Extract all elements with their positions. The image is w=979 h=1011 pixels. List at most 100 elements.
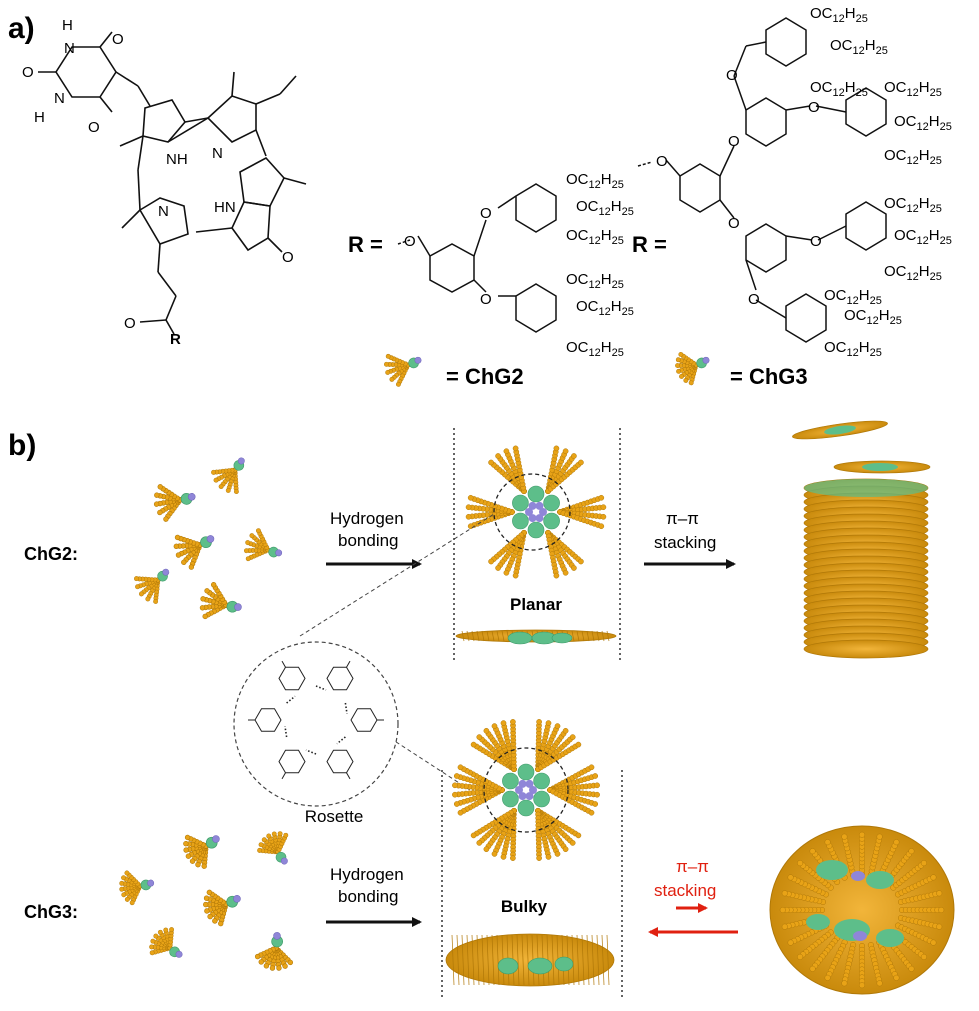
g2-chain-label: OC12H25 bbox=[566, 171, 624, 191]
chg2-stacked-column bbox=[792, 420, 931, 659]
g2-chains: OC12H25OC12H25OC12H25OC12H25OC12H25OC12H… bbox=[566, 171, 634, 359]
g3-outer-4-benzene bbox=[785, 293, 827, 343]
floating-disk-1-core bbox=[824, 425, 856, 435]
g3-chain-label: OC12H25 bbox=[810, 79, 868, 99]
chg2-molecule bbox=[199, 582, 242, 620]
g3-chain-label: OC12H25 bbox=[884, 147, 942, 167]
barbiturate-ring bbox=[254, 708, 282, 732]
g2-core-benzene bbox=[429, 243, 475, 293]
aggregate-core bbox=[876, 929, 904, 947]
arrow1-text-2: bonding bbox=[338, 531, 399, 550]
chg3-label: = ChG3 bbox=[730, 364, 808, 389]
atom-nh: NH bbox=[166, 151, 188, 168]
g3-atoms: O O O O O O O bbox=[656, 67, 822, 308]
g3-o-4: O bbox=[808, 99, 820, 116]
g2-o-lower: O bbox=[480, 291, 492, 308]
panel-a-label: a) bbox=[8, 12, 35, 45]
g3-o-link: O bbox=[656, 153, 668, 170]
cyclopentanone bbox=[231, 201, 271, 252]
arrow2-text-1: π–π bbox=[666, 509, 699, 528]
chg3-molecule bbox=[149, 927, 183, 958]
atom-h-top: H bbox=[62, 17, 73, 34]
chg3-model-icon bbox=[675, 351, 710, 386]
inset-leader-top bbox=[299, 513, 495, 637]
bulky-highlight-circle bbox=[483, 747, 569, 833]
g2-o-upper: O bbox=[480, 205, 492, 222]
column-layer bbox=[803, 639, 929, 659]
arrow3-text-1: Hydrogen bbox=[330, 865, 404, 884]
barbiturate-ring bbox=[278, 666, 306, 691]
chg3-molecule bbox=[254, 932, 294, 971]
atom-o-left: O bbox=[22, 64, 34, 81]
aggregate-body bbox=[769, 825, 955, 995]
g3-chain-label: OC12H25 bbox=[830, 37, 888, 57]
g3-o-5: O bbox=[810, 233, 822, 250]
bulky-label: Bulky bbox=[501, 897, 548, 916]
chg3-molecule bbox=[203, 889, 241, 927]
bulky-rosette-top bbox=[452, 719, 600, 861]
g3-o-1: O bbox=[728, 133, 740, 150]
exo-bond bbox=[346, 660, 351, 668]
planar-rosette-top bbox=[465, 445, 607, 579]
row2-label: ChG3: bbox=[24, 902, 78, 922]
g3-mid-upper-benzene bbox=[745, 97, 787, 147]
pyrrole-a bbox=[142, 99, 186, 143]
chg2-icon-molecule bbox=[384, 353, 422, 387]
barbiturate-ring bbox=[326, 749, 354, 774]
atom-o-ketone: O bbox=[282, 249, 294, 266]
g2-o-link: O bbox=[404, 233, 416, 250]
atom-n-b: N bbox=[212, 145, 223, 162]
chg2-molecule bbox=[153, 484, 196, 522]
exo-bond bbox=[346, 772, 351, 780]
g3-chain-label: OC12H25 bbox=[894, 227, 952, 247]
aggregate-purple bbox=[851, 871, 865, 881]
g3-o-3: O bbox=[726, 67, 738, 84]
chg3-icon-molecule bbox=[675, 351, 710, 386]
atom-o-top: O bbox=[112, 31, 124, 48]
pyrrole-d bbox=[138, 197, 189, 245]
g2-upper-benzene bbox=[515, 183, 557, 233]
aggregate-core bbox=[866, 871, 894, 889]
chg2-molecule bbox=[173, 534, 215, 570]
chg3-bulky-aggregate bbox=[769, 825, 955, 995]
g2-chain-label: OC12H25 bbox=[566, 339, 624, 359]
r-equals-g2: R = bbox=[348, 232, 383, 257]
pyrrole-b bbox=[206, 95, 257, 143]
exo-bond bbox=[281, 772, 286, 780]
chlorin-atoms: H N O O N H O NH N N HN O O R bbox=[22, 17, 294, 348]
arrow4-text-2: stacking bbox=[654, 881, 716, 900]
g3-outer-3-benzene bbox=[845, 201, 887, 251]
barbiturate-ring bbox=[326, 666, 354, 691]
g2-chain-label: OC12H25 bbox=[566, 271, 624, 291]
g2-chain-label: OC12H25 bbox=[576, 198, 634, 218]
g3-chain-label: OC12H25 bbox=[824, 287, 882, 307]
barbiturate-ring bbox=[278, 749, 306, 774]
inset-leader-bottom bbox=[389, 737, 471, 791]
g2-atoms: O O O bbox=[404, 205, 492, 308]
arrow2-text-2: stacking bbox=[654, 533, 716, 552]
planar-highlight-circle bbox=[493, 473, 571, 551]
g3-chain-label: OC12H25 bbox=[844, 307, 902, 327]
rosette-label: Rosette bbox=[305, 807, 364, 826]
aggregate-core bbox=[816, 860, 848, 880]
arrow3-text-2: bonding bbox=[338, 887, 399, 906]
rosette-inset-circle bbox=[233, 641, 399, 807]
aggregate-core bbox=[806, 914, 830, 930]
atom-n-d: N bbox=[158, 203, 169, 220]
chg3-dispersed-molecules bbox=[119, 831, 294, 971]
g2-dendron-structure bbox=[397, 183, 557, 333]
g3-chain-label: OC12H25 bbox=[884, 79, 942, 99]
aggregate-purple bbox=[853, 931, 867, 941]
atom-h-bottom: H bbox=[34, 109, 45, 126]
chlorin-structure bbox=[38, 31, 307, 335]
arrow4-text-1: π–π bbox=[676, 857, 709, 876]
g3-chain-label: OC12H25 bbox=[810, 5, 868, 25]
arrow1-text-1: Hydrogen bbox=[330, 509, 404, 528]
chg2-molecule bbox=[211, 457, 245, 494]
g3-o-6: O bbox=[748, 291, 760, 308]
atom-o-bottom: O bbox=[88, 119, 100, 136]
atom-n-bottom: N bbox=[54, 90, 65, 107]
planar-rosette-side bbox=[455, 629, 617, 645]
g3-chain-label: OC12H25 bbox=[884, 263, 942, 283]
